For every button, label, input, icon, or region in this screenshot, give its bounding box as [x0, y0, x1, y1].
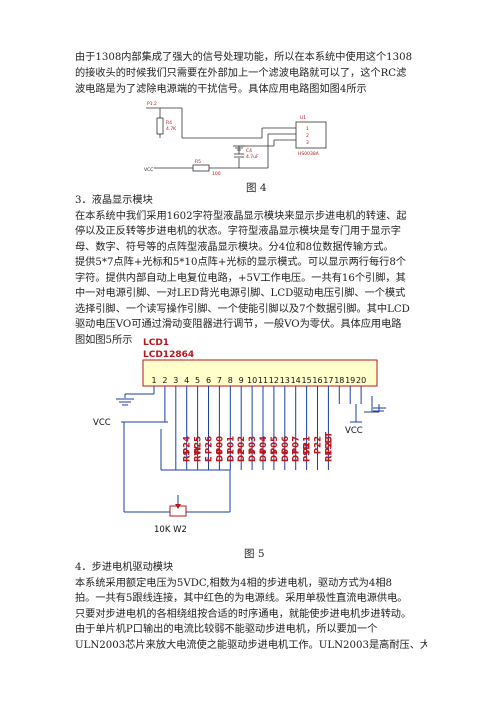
port-label: P01 — [226, 436, 236, 454]
ir-pin: 3 — [306, 140, 309, 146]
port-label: P24 — [183, 436, 193, 454]
vcc-right-label: VCC — [345, 426, 363, 436]
paragraph-line: 由于1308内部集成了强大的信号处理功能，所以在本系统中使用这个1308 — [75, 52, 413, 63]
lcd-pin-number: 19 — [345, 376, 355, 385]
ir-pin: 2 — [306, 133, 309, 139]
paragraph-line: 中一对电源引脚、一对LED背光电源引脚、LCD驱动电压引脚、一个模式 — [75, 288, 406, 299]
lcd-pin-number: 12 — [269, 376, 279, 385]
section3-heading: 3．液晶显示模块 — [75, 195, 153, 206]
signal-label: E — [205, 456, 215, 462]
lcd-pin-number: 20 — [356, 376, 366, 385]
paragraph-line: 由于单片机P口输出的电流比较弱不能驱动步进电机，所以要加一个 — [75, 624, 378, 635]
signal-label: D0 — [215, 449, 225, 462]
paragraph-line: 停以及正反转等步进电机的状态。字符型液晶显示模块是专门用于显示字 — [75, 226, 401, 237]
r4-value: 4.7K — [166, 126, 177, 132]
port-label: P07 — [292, 436, 302, 454]
lcd-pin-number: 13 — [280, 376, 290, 385]
lcd-pin-number: 1 — [151, 376, 156, 385]
signal-label: RS — [183, 449, 193, 462]
ir-label: U1 — [300, 115, 306, 121]
signal-label: PSB — [303, 443, 313, 462]
lcd-pin-number: 3 — [173, 376, 178, 385]
port-label: P03 — [248, 436, 258, 454]
lcd-pin-number: 8 — [228, 376, 233, 385]
paragraph-line: 提供5*7点阵+光标和5*10点阵+光标的显示模式。可以显示两行每行8个 — [75, 257, 407, 268]
port-label: P05 — [270, 436, 280, 454]
signal-label: D6 — [281, 449, 291, 462]
lcd-pin-number: 2 — [162, 376, 167, 385]
port-label: P02 — [237, 436, 247, 454]
r4-label: R4 — [166, 120, 172, 126]
port-label: P22 — [314, 436, 324, 454]
port-label: P25 — [194, 436, 204, 454]
paragraph-line: 的接收头的时候我们只需要在外部加上一个滤波电路就可以了，这个RC滤 — [75, 68, 407, 79]
signal-label: RW — [194, 445, 204, 462]
paragraph-line: 在本系统中我们采用1602字符型液晶显示模块来显示步进电机的转速、起 — [75, 211, 407, 222]
lcd-pin-number: 14 — [291, 376, 301, 385]
lcd-pin-number: 7 — [217, 376, 222, 385]
signal-label: RESET — [324, 432, 334, 462]
section4-heading: 4．步进电机驱动模块 — [75, 562, 174, 573]
signal-label: D5 — [270, 449, 280, 462]
pot-label: 10K W2 — [154, 525, 187, 535]
paragraph-line: ULN2003芯片来放大电流使之能驱动步进电机工作。ULN2003是高耐压、大 — [75, 640, 427, 651]
lcd-pin-number: 11 — [258, 376, 268, 385]
port-label: P23 — [324, 436, 334, 454]
paragraph-line: 本系统采用额定电压为5VDC,相数为4相的步进电机，驱动方式为4相8 — [75, 578, 392, 589]
c4-label: C4 — [246, 148, 252, 154]
lcd-pin-number: 15 — [302, 376, 312, 385]
port-label: P06 — [281, 436, 291, 454]
lcd-body — [142, 359, 378, 387]
port-label: P21 — [303, 436, 313, 454]
paragraph-line: 母、数字、符号等的点阵型液晶显示模块。分4位和8位数据传输方式。 — [75, 242, 394, 253]
lcd-pin-number: 5 — [195, 376, 200, 385]
signal-label: D4 — [259, 449, 269, 462]
c4-value: 4.7uF — [246, 154, 259, 160]
figure4-circuit: P1.2 R4 4.7K VCC R5 100 C4 4.7uF U1 1 2 … — [144, 101, 327, 177]
ir-name: HS0038A — [298, 151, 320, 157]
signal-label: D1 — [226, 449, 236, 462]
lcd-ref: LCD1 — [143, 338, 169, 348]
lcd-pin-number: 18 — [334, 376, 344, 385]
signal-label: D3 — [248, 449, 258, 462]
lcd-pin-number: 17 — [323, 376, 333, 385]
r5-label: R5 — [195, 159, 201, 165]
figure4-caption: 图 4 — [246, 182, 267, 194]
paragraph-line: 图如图5所示 — [75, 335, 133, 346]
paragraph-line: 只要对步进电机的各相绕组按合适的时序通电，就能使步进电机步进转动。 — [75, 609, 412, 620]
port-label: P04 — [259, 436, 269, 454]
port-label: P00 — [215, 436, 225, 454]
signal-label: D2 — [237, 449, 247, 462]
lcd-pin-number: 16 — [312, 376, 322, 385]
lcd-model: LCD12864 — [143, 350, 194, 360]
lcd-pin-number: 9 — [239, 376, 244, 385]
paragraph-line: 拍。一共有5跟线连接，其中红色的为电源线。采用单极性直流电源供电。 — [75, 593, 408, 604]
lcd-pin-number: 6 — [206, 376, 211, 385]
p12-label: P1.2 — [147, 101, 157, 107]
ir-pin: 1 — [306, 126, 309, 132]
paragraph-line: 驱动电压VO可通过滑动变阻器进行调节，一般VO为零伏。具体应用电路 — [75, 319, 402, 330]
lcd-pin-number: 4 — [184, 376, 189, 385]
paragraph-line: 波电路是为了滤除电源端的干扰信号。具体应用电路图如图4所示 — [75, 84, 367, 95]
paragraph-line: 字符。提供内部自动上电复位电路，+5V工作电压。一共有16个引脚，其 — [75, 273, 406, 284]
r5-value: 100 — [212, 171, 221, 177]
figure5-caption: 图 5 — [244, 548, 265, 560]
vcc-label: VCC — [144, 167, 153, 173]
signal-label: D7 — [292, 449, 302, 462]
paragraph-line: 选择引脚、一个读写操作引脚、一个使能引脚以及7个数据引脚。其中LCD — [75, 304, 410, 315]
lcd-pin-number: 10 — [247, 376, 257, 385]
vcc-left-label: VCC — [93, 418, 111, 428]
port-label: P26 — [205, 436, 215, 454]
